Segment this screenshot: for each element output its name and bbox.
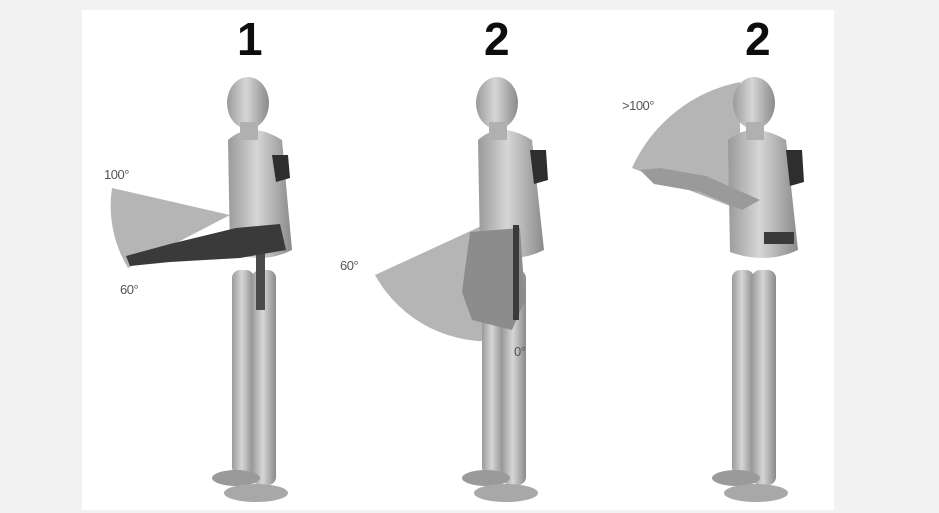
- angle-label-0: 0°: [514, 344, 525, 359]
- angle-label-60: 60°: [120, 282, 138, 297]
- panel-number-1: 1: [237, 12, 263, 66]
- figure-3: [632, 77, 804, 502]
- angle-label-100: 100°: [104, 167, 129, 182]
- angle-label-60b: 60°: [340, 258, 358, 273]
- figure-2: [375, 77, 548, 502]
- angle-label-gt100: >100°: [622, 98, 654, 113]
- panel-number-3: 2: [745, 12, 771, 66]
- panel-number-2: 2: [484, 12, 510, 66]
